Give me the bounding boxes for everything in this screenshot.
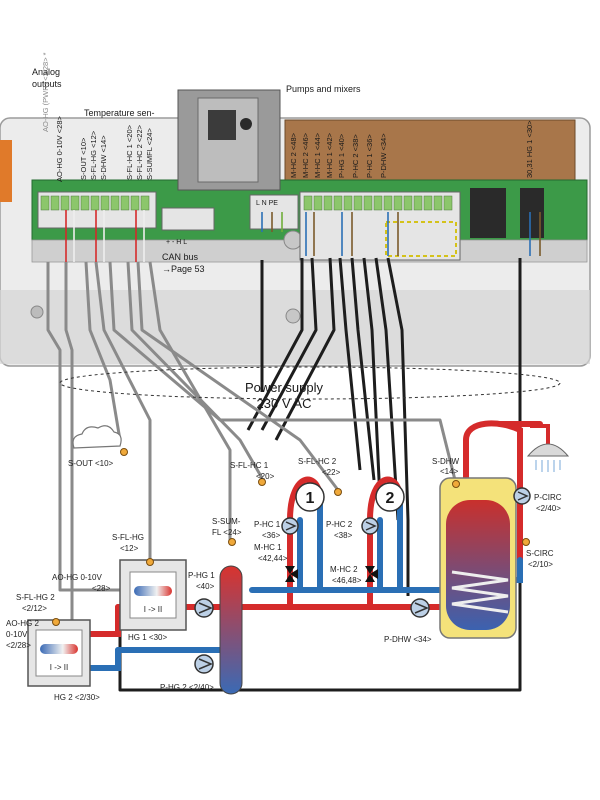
label-s-out: S-OUT <10> (68, 459, 114, 468)
label-s-sum-fl: FL <24> (212, 528, 242, 537)
mixer-m-hc1-icon (285, 566, 298, 582)
label-p-hc2-num: <38> (334, 531, 353, 540)
terminal-can-pins: + - H L (166, 239, 187, 246)
label-p-hg1: P-HG 1 (188, 571, 215, 580)
label-p-hc2: P-HC 2 (326, 520, 353, 529)
label-s-fl-hc1: S-FL-HC 1 (230, 461, 269, 470)
sensor-s-fl-hg-dot (146, 558, 154, 566)
terminal-p-dhw: P-DHW <34> (379, 133, 388, 178)
terminal-ao-010: AO-HG 0-10V <28> (55, 116, 64, 182)
label-p-dhw: P-DHW <34> (384, 635, 432, 644)
label-p-circ: P-CIRC (534, 493, 562, 502)
label-p-hc1: P-HC 1 (254, 520, 281, 529)
label-s-circ-num: <2/10> (528, 560, 553, 569)
label-s-fl-hg: S-FL-HG (112, 533, 144, 542)
label-s-fl-hg2-num: <2/12> (22, 604, 47, 613)
terminal-s-dhw: S-DHW <14> (99, 135, 108, 180)
label-ao-hg1-num: <28> (92, 584, 111, 593)
terminal-s-out: S-OUT <10> (79, 137, 88, 180)
can-bus-label: CAN bus (162, 252, 199, 262)
terminal-mains: L N PE (256, 200, 278, 207)
mixer-m-hc2-icon (365, 566, 378, 582)
svg-text:I -> II: I -> II (50, 663, 68, 672)
can-page-ref: →Page 53 (162, 264, 205, 274)
power-voltage-label: 230 V AC (257, 396, 312, 411)
svg-text:1: 1 (306, 490, 315, 507)
terminal-strip-left (37, 191, 157, 229)
pump-p-circ-icon (513, 487, 531, 505)
hydraulic-separator (219, 565, 243, 695)
power-supply-label: Power supply (245, 380, 324, 395)
terminal-m-hc2-46: M-HC 2 <46> (301, 132, 310, 178)
dhw-tank (439, 477, 517, 639)
label-p-hg1-num: <40> (196, 582, 215, 591)
heating-circuit-1: 1 (295, 482, 325, 512)
sensor-s-sum-dot (228, 538, 236, 546)
terminal-s-fl-hg: S-FL-HG <12> (89, 130, 98, 180)
label-s-fl-hc2: S-FL-HC 2 (298, 457, 337, 466)
sensor-s-fl-hg2-dot (52, 618, 60, 626)
terminal-s-fl-hc1: S-FL-HC 1 <20> (125, 124, 134, 180)
label-m-hc2-num: <46,48> (332, 576, 362, 585)
terminal-strip-pumps (299, 191, 461, 261)
terminal-hg1: 30,31 HG 1 <30> (525, 120, 534, 178)
svg-text:I -> II: I -> II (144, 605, 162, 614)
svg-text:2: 2 (386, 490, 395, 507)
label-s-dhw-num: <14> (440, 467, 459, 476)
label-ao-hg2-010: 0-10V (6, 630, 28, 639)
terminal-p-hc1: P-HC 1 <36> (365, 134, 374, 178)
boiler-hg2: I -> II (27, 619, 91, 687)
label-s-fl-hc1-num: <20> (256, 472, 275, 481)
label-m-hc1: M-HC 1 (254, 543, 282, 552)
sensor-s-fl-hc1-dot (258, 478, 266, 486)
label-hg2: HG 2 <2/30> (54, 693, 100, 702)
terminal-m-hc1-42: M-HC 1 <42> (325, 132, 334, 178)
terminal-ao-pwr: AO-HG (PWR) <2/28> * (41, 52, 50, 132)
label-s-fl-hg-num: <12> (120, 544, 139, 553)
sensor-s-out-dot (120, 448, 128, 456)
label-ao-hg1: AO-HG 0-10V (52, 573, 102, 582)
label-s-fl-hc2-num: <22> (322, 468, 341, 477)
sensor-cables (46, 261, 458, 660)
pump-p-hc2-icon (361, 517, 379, 535)
label-p-hg2: P-HG 2 <2/40> (160, 683, 214, 692)
label-s-circ: S-CIRC (526, 549, 554, 558)
sensor-s-dhw-dot (452, 480, 460, 488)
label-p-circ-num: <2/40> (536, 504, 561, 513)
cable-passthrough-ellipse (59, 366, 561, 400)
terminal-m-hc1-44: M-HC 1 <44> (313, 132, 322, 178)
label-m-hc2: M-HC 2 (330, 565, 358, 574)
label-s-sum: S-SUM- (212, 517, 241, 526)
terminal-m-hc2-48: M-HC 2 <48> (289, 132, 298, 178)
terminal-s-fl-hc2: S-FL-HC 2 <22> (135, 124, 144, 180)
label-s-dhw: S-DHW (432, 457, 460, 466)
heading-analog-line2: outputs (32, 79, 62, 89)
label-p-hc1-num: <36> (262, 531, 281, 540)
terminal-strip-can (161, 207, 215, 231)
cloud-icon (72, 425, 122, 449)
label-s-fl-hg2: S-FL-HG 2 (16, 593, 55, 602)
label-m-hc1-num: <42,44> (258, 554, 288, 563)
heading-pumps: Pumps and mixers (286, 84, 361, 94)
pump-p-hg2-icon (194, 654, 214, 674)
terminal-p-hc2: P-HC 2 <38> (351, 134, 360, 178)
pump-p-dhw-icon (410, 598, 430, 618)
terminal-p-hg1: P-HG 1 <40> (337, 133, 346, 178)
sensor-s-circ-dot (522, 538, 530, 546)
terminal-s-sumfl: S-SUMFL <24> (145, 128, 154, 180)
pump-p-hc1-icon (281, 517, 299, 535)
shower-head-icon (526, 424, 570, 472)
label-ao-hg2-num: <2/28> (6, 641, 31, 650)
heading-analog-line1: Analog (32, 67, 60, 77)
sensor-s-fl-hc2-dot (334, 488, 342, 496)
terminal-strip-mains (249, 194, 299, 230)
heading-temperature: Temperature sen- (84, 108, 155, 118)
pump-p-hg1-icon (194, 598, 214, 618)
boiler-hg1: I -> II (119, 559, 187, 631)
label-hg1: HG 1 <30> (128, 633, 167, 642)
label-ao-hg2: AO-HG 2 (6, 619, 39, 628)
heating-circuit-2: 2 (375, 482, 405, 512)
